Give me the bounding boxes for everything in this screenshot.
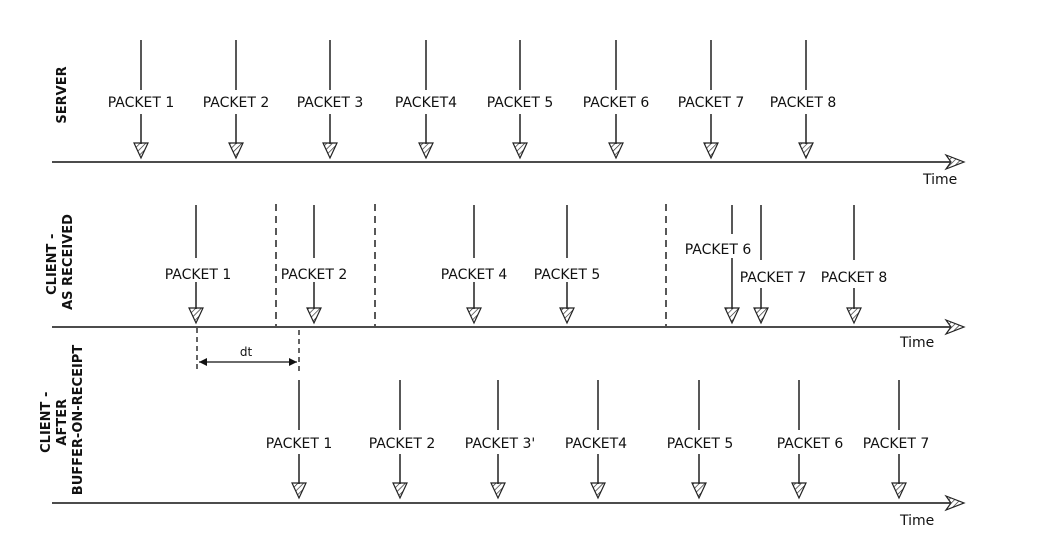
server-packet-label: PACKET 1 [108,95,175,111]
client-received-packet-marker: PACKET 4 [441,205,508,325]
server-axis-label: Time [922,172,957,188]
client-received-packet-marker: PACKET 2 [281,205,348,325]
client-received-side-label: CLIENT - AS RECEIVED [45,214,76,310]
client-buffered-packet-label: PACKET 1 [266,436,333,452]
delay-label: dt [240,345,253,359]
server-packet-label: PACKET 6 [583,95,650,111]
client-received-packet-marker: PACKET 5 [534,205,601,325]
client-buffered-packet-marker: PACKET4 [565,380,627,500]
client-received-side-label-line: AS RECEIVED [61,214,76,310]
client-received-axis-arrowhead [944,318,966,336]
client-buffered-packet-marker: PACKET 5 [667,380,734,500]
client-buffered-side-label-line: AFTER [55,399,70,446]
client-received-packet-label: PACKET 2 [281,267,348,283]
server-packet-marker: PACKET 7 [678,40,745,160]
server-lane: SERVER Time PACKET 1 PACKET 2 PACKET 3 [52,40,966,188]
client-buffered-packet-label: PACKET 6 [777,436,844,452]
server-packet-label: PACKET 8 [770,95,837,111]
client-received-packet-label: PACKET 5 [534,267,601,283]
client-received-packet-label: PACKET 6 [685,242,752,258]
server-packet-label: PACKET 2 [203,95,270,111]
server-packet-label: PACKET 3 [297,95,364,111]
server-packet-marker: PACKET 8 [770,40,837,160]
server-packet-label: PACKET 5 [487,95,554,111]
client-buffered-packet-marker: PACKET 1 [266,380,333,500]
client-received-packet-label: PACKET 8 [821,270,888,286]
client-buffered-axis-arrowhead [944,494,966,512]
client-received-packet-marker: PACKET 6 [685,205,752,325]
client-received-packet-label: PACKET 1 [165,267,232,283]
client-buffered-packet-label: PACKET4 [565,436,627,452]
client-buffered-packet-marker: PACKET 7 [863,380,930,500]
server-axis-arrowhead [944,153,966,171]
client-buffered-packet-label: PACKET 5 [667,436,734,452]
client-buffered-lane: CLIENT - AFTER BUFFER-ON-RECEIPT Time PA… [39,345,966,529]
server-side-label: SERVER [55,66,70,123]
client-received-side-label-line: CLIENT - [45,234,60,295]
client-buffered-packet-marker: PACKET 2 [369,380,436,500]
server-side-label-line: SERVER [55,66,70,123]
server-packet-label: PACKET4 [395,95,457,111]
server-packet-marker: PACKET 5 [487,40,554,160]
client-buffered-side-label-line: CLIENT - [39,392,54,453]
server-packet-label: PACKET 7 [678,95,745,111]
client-buffered-packet-label: PACKET 2 [369,436,436,452]
client-received-axis-label: Time [899,335,934,351]
client-buffered-side-label-line: BUFFER-ON-RECEIPT [71,345,86,496]
client-buffered-packet-marker: PACKET 6 [777,380,844,500]
server-packet-marker: PACKET 6 [583,40,650,160]
client-received-packet-marker: PACKET 8 [821,205,888,325]
server-packet-marker: PACKET 3 [297,40,364,160]
client-received-packet-label: PACKET 7 [740,270,807,286]
client-buffered-axis-label: Time [899,513,934,529]
client-received-packet-label: PACKET 4 [441,267,508,283]
client-buffered-packet-label: PACKET 3' [465,436,535,452]
client-received-lane: CLIENT - AS RECEIVED Time PACKET 1 PACKE… [45,204,966,372]
server-packet-marker: PACKET 1 [108,40,175,160]
client-buffered-side-label: CLIENT - AFTER BUFFER-ON-RECEIPT [39,345,86,496]
client-received-packet-marker: PACKET 1 [165,205,232,325]
client-received-packet-marker: PACKET 7 [740,205,807,325]
server-packet-marker: PACKET4 [395,40,457,160]
client-buffered-packet-marker: PACKET 3' [465,380,535,500]
client-buffered-packet-label: PACKET 7 [863,436,930,452]
delay-indicator: dt [196,328,300,372]
server-packet-marker: PACKET 2 [203,40,270,160]
